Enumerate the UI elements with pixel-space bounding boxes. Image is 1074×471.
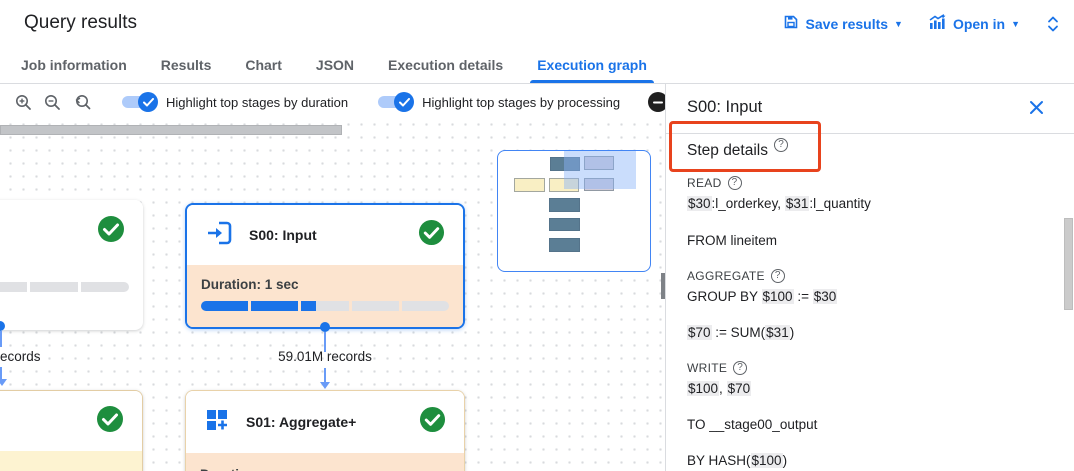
stage-title: S00: Input: [249, 227, 317, 243]
open-in-button[interactable]: Open in ▼: [929, 14, 1020, 33]
input-stage-icon: [205, 220, 233, 251]
group-by-clause: GROUP BY $100 := $30: [687, 289, 838, 304]
tab-chart[interactable]: Chart: [245, 57, 282, 73]
panel-scrollbar[interactable]: [1064, 218, 1073, 310]
minimap-viewport[interactable]: [564, 151, 636, 189]
zoom-in-icon[interactable]: [14, 91, 33, 113]
edge-arrowhead: [0, 379, 7, 386]
graph-toolbar: Highlight top stages by duration Highlig…: [0, 84, 685, 120]
success-check-icon: [419, 406, 446, 438]
success-check-icon: [418, 219, 445, 251]
section-label-aggregate: AGGREGATE?: [687, 269, 785, 283]
duration-bar: [201, 301, 450, 311]
close-icon[interactable]: [1029, 100, 1044, 120]
aggregate-stage-icon: [204, 407, 230, 438]
from-clause: FROM lineitem: [687, 233, 778, 248]
minimap-stage-rect: [514, 178, 545, 192]
success-check-icon: [97, 215, 125, 248]
help-icon[interactable]: ?: [770, 269, 785, 283]
help-icon[interactable]: ?: [727, 176, 742, 190]
help-icon[interactable]: ?: [733, 361, 748, 375]
chevron-down-icon: ▼: [1011, 18, 1020, 29]
zoom-reset-icon[interactable]: [72, 91, 92, 113]
stage-node-s00-input[interactable]: S00: Input Duration: 1 sec: [185, 203, 465, 329]
minimap-stage-rect: [584, 156, 614, 170]
toggle-highlight-processing[interactable]: [376, 92, 415, 112]
step-details-panel: S00: Input Step details? READ? $30:l_ord…: [665, 84, 1074, 471]
divider: [666, 133, 1074, 134]
write-columns: $100, $70: [687, 381, 752, 396]
section-label-write: WRITE?: [687, 361, 748, 375]
save-icon: [783, 14, 799, 33]
save-results-label: Save results: [805, 15, 889, 32]
edge-line: [0, 331, 2, 347]
stage-node-partial-left[interactable]: [0, 200, 143, 330]
header-actions: Save results ▼ Open in ▼: [783, 0, 1060, 47]
minimap-stage-rect: [549, 178, 579, 192]
edge-line: [0, 367, 2, 379]
edge-line: [324, 332, 326, 352]
duration-text: Duration: 1 sec: [201, 277, 299, 292]
by-hash-clause: BY HASH($100): [687, 453, 788, 468]
read-columns: $30:l_orderkey, $31:l_quantity: [687, 196, 871, 211]
panel-title: S00: Input: [687, 98, 763, 116]
minimap-stage-rect: [549, 218, 580, 231]
zoom-out-icon[interactable]: [43, 91, 62, 113]
sum-expression: $70 := SUM($31): [687, 325, 795, 340]
page-title: Query results: [24, 12, 137, 33]
duration-bar: [0, 282, 129, 292]
stage-node-s01-aggregate[interactable]: S01: Aggregate+ Duration:: [185, 390, 465, 471]
minimap-stage-rect: [549, 198, 580, 212]
tab-execution-graph[interactable]: Execution graph: [520, 47, 664, 83]
success-check-icon: [96, 405, 124, 438]
collapse-expand-icon[interactable]: [1046, 15, 1060, 33]
chart-icon: [929, 14, 946, 33]
edge-connector-dot: [0, 321, 5, 331]
duration-text: Duration:: [200, 467, 450, 471]
edge-record-count-partial: ecords: [0, 349, 41, 364]
edge-record-count: 59.01M records: [278, 349, 372, 364]
save-results-button[interactable]: Save results ▼: [783, 14, 903, 33]
minimap-stage-rect: [549, 238, 580, 252]
chevron-down-icon: ▼: [894, 18, 903, 29]
minimap-stage-rect: [550, 157, 580, 171]
tab-bar: Job information Results Chart JSON Execu…: [0, 47, 1074, 84]
graph-minimap[interactable]: [497, 150, 651, 272]
stage-title: S01: Aggregate+: [246, 414, 357, 430]
toggle-duration-label: Highlight top stages by duration: [166, 94, 349, 110]
execution-graph-canvas[interactable]: S00: Input Duration: 1 sec 59.01M record…: [0, 120, 665, 471]
header: Query results Save results ▼ Open in ▼: [0, 0, 1074, 47]
edge-line: [324, 368, 326, 382]
graph-vertical-scrollbar[interactable]: [661, 273, 665, 299]
tab-json[interactable]: JSON: [315, 57, 355, 73]
help-icon[interactable]: ?: [774, 137, 788, 152]
tab-job-information[interactable]: Job information: [21, 57, 127, 73]
tab-execution-details[interactable]: Execution details: [388, 57, 504, 73]
horizontal-scrollbar[interactable]: [0, 125, 342, 135]
edge-connector-dot: [320, 322, 330, 332]
open-in-label: Open in: [952, 15, 1006, 32]
toggle-processing-label: Highlight top stages by processing: [422, 94, 621, 110]
minimap-stage-rect: [584, 178, 614, 191]
toggle-highlight-duration[interactable]: [120, 92, 158, 112]
tab-results[interactable]: Results: [160, 57, 212, 73]
step-details-heading: Step details?: [687, 137, 788, 160]
to-clause: TO __stage00_output: [687, 417, 818, 432]
section-label-read: READ?: [687, 176, 742, 190]
stage-node-partial-bottom-left[interactable]: [0, 390, 143, 471]
edge-arrowhead: [320, 382, 330, 389]
